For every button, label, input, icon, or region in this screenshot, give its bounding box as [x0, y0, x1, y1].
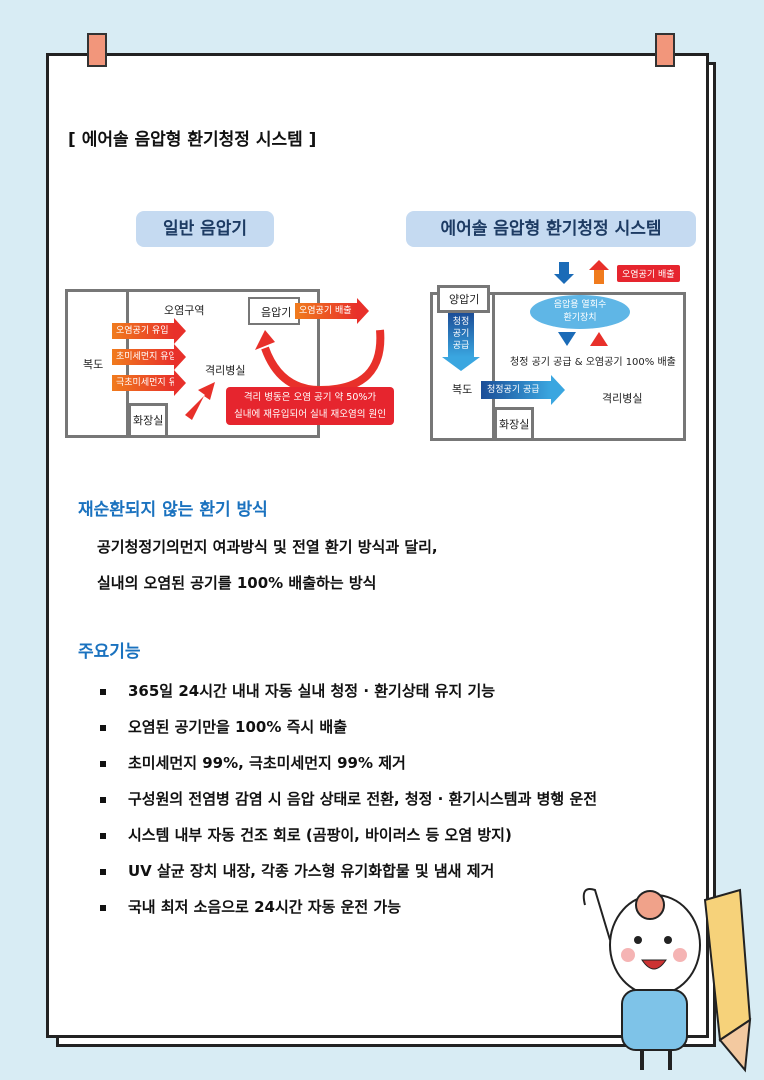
exhaust-badge: 오염공기 배출 — [617, 265, 680, 282]
bullet-icon — [100, 688, 106, 695]
feature-text: 초미세먼지 99%, 극초미세먼지 99% 제거 — [128, 754, 406, 772]
inflow-arrow-3: 극초미세먼지 유입 — [112, 370, 186, 396]
right-diagram-heading: 에어솔 음압형 환기청정 시스템 — [406, 211, 696, 247]
feature-item: 시스템 내부 자동 건조 회로 (곰팡이, 바이러스 등 오염 방지) — [100, 824, 512, 845]
exhaust-arrowhead — [589, 260, 609, 270]
inflow-arrow-2: 초미세먼지 유입 — [112, 344, 186, 370]
section1-line-2: 실내의 오염된 공기를 100% 배출하는 방식 — [97, 574, 377, 592]
pin-right — [655, 33, 675, 67]
feature-item: 국내 최저 소음으로 24시간 자동 운전 가능 — [100, 896, 401, 917]
feature-item: 구성원의 전염병 감염 시 음압 상태로 전환, 청정 · 환기시스템과 병행 … — [100, 788, 597, 809]
device-label: 음압기 — [261, 306, 292, 319]
feature-item: UV 살균 장치 내장, 각종 가스형 유기화합물 및 냄새 제거 — [100, 860, 494, 881]
mascot-illustration — [582, 888, 752, 1073]
bullet-icon — [100, 868, 106, 875]
supply-text-2: 공기 — [452, 329, 470, 339]
feature-text: UV 살균 장치 내장, 각종 가스형 유기화합물 및 냄새 제거 — [128, 862, 495, 880]
unit-text-1: 음압용 열회수 — [553, 300, 607, 310]
supply-down-arrow: 청정 공기 공급 — [448, 313, 474, 357]
section2-heading: 주요기능 — [78, 642, 141, 662]
feature-item: 초미세먼지 99%, 극초미세먼지 99% 제거 — [100, 752, 406, 773]
supply-down-arrowhead — [442, 357, 480, 371]
warning-line-2: 실내에 재유입되어 실내 재오염의 원인 — [234, 409, 386, 420]
page-title: [ 에어솔 음압형 환기청정 시스템 ] — [68, 130, 317, 150]
pin-left — [87, 33, 107, 67]
feature-item: 365일 24시간 내내 자동 실내 청정 · 환기상태 유지 기능 — [100, 680, 495, 701]
section1-line-1: 공기청정기의먼지 여과방식 및 전열 환기 방식과 달리, — [97, 538, 438, 556]
unit-text-2: 환기장치 — [563, 313, 597, 323]
zone-label: 오염구역 — [164, 304, 205, 317]
supply-arrow: 청정공기 공급 — [481, 375, 565, 405]
toilet-label-right: 화장실 — [499, 418, 530, 431]
inner-down-arrow-icon — [558, 332, 576, 346]
feature-text: 365일 24시간 내내 자동 실내 청정 · 환기상태 유지 기능 — [128, 682, 496, 700]
room-label: 격리병실 — [205, 364, 246, 377]
corridor-label-right: 복도 — [452, 383, 473, 396]
section1-heading: 재순환되지 않는 환기 방식 — [78, 500, 268, 520]
warning-box: 격리 병동은 오염 공기 약 50%가 실내에 재유입되어 실내 재오염의 원인 — [226, 387, 394, 425]
bullet-icon — [100, 760, 106, 767]
bullet-icon — [100, 724, 106, 731]
bullet-icon — [100, 832, 106, 839]
exhaust-arrow-icon — [594, 270, 604, 284]
toilet-box-right — [494, 407, 534, 441]
toilet-box — [128, 403, 168, 438]
inflow-arrow-1: 오염공기 유입 — [112, 318, 186, 344]
feature-item: 오염된 공기만을 100% 즉시 배출 — [100, 716, 347, 737]
positive-pressure-label: 양압기 — [449, 293, 480, 306]
feature-text: 구성원의 전염병 감염 시 음압 상태로 전환, 청정 · 환기시스템과 병행 … — [128, 790, 598, 808]
toilet-label: 화장실 — [133, 414, 164, 427]
corridor-wall-right — [492, 292, 495, 441]
supply-text-1: 청정 — [452, 317, 470, 327]
feature-text: 오염된 공기만을 100% 즉시 배출 — [128, 718, 348, 736]
feature-text: 국내 최저 소음으로 24시간 자동 운전 가능 — [128, 898, 402, 916]
intake-arrow-icon — [559, 262, 569, 274]
supply-text-3: 공급 — [452, 341, 470, 351]
feature-text: 시스템 내부 자동 건조 회로 (곰팡이, 바이러스 등 오염 방지) — [128, 826, 512, 844]
exhaust-arrow: 오염공기 배출 — [295, 298, 369, 324]
left-diagram-heading: 일반 음압기 — [136, 211, 274, 247]
flow-text: 청정 공기 공급 & 오염공기 100% 배출 — [510, 357, 676, 368]
unit-ellipse: 음압용 열회수 환기장치 — [530, 295, 630, 329]
warning-line-1: 격리 병동은 오염 공기 약 50%가 — [243, 392, 377, 403]
bullet-icon — [100, 796, 106, 803]
intake-arrowhead — [554, 274, 574, 284]
corridor-label: 복도 — [83, 358, 104, 371]
positive-pressure-box — [437, 285, 490, 313]
inner-up-arrow-icon — [590, 332, 608, 346]
room-label-right: 격리병실 — [602, 392, 643, 405]
bullet-icon — [100, 904, 106, 911]
